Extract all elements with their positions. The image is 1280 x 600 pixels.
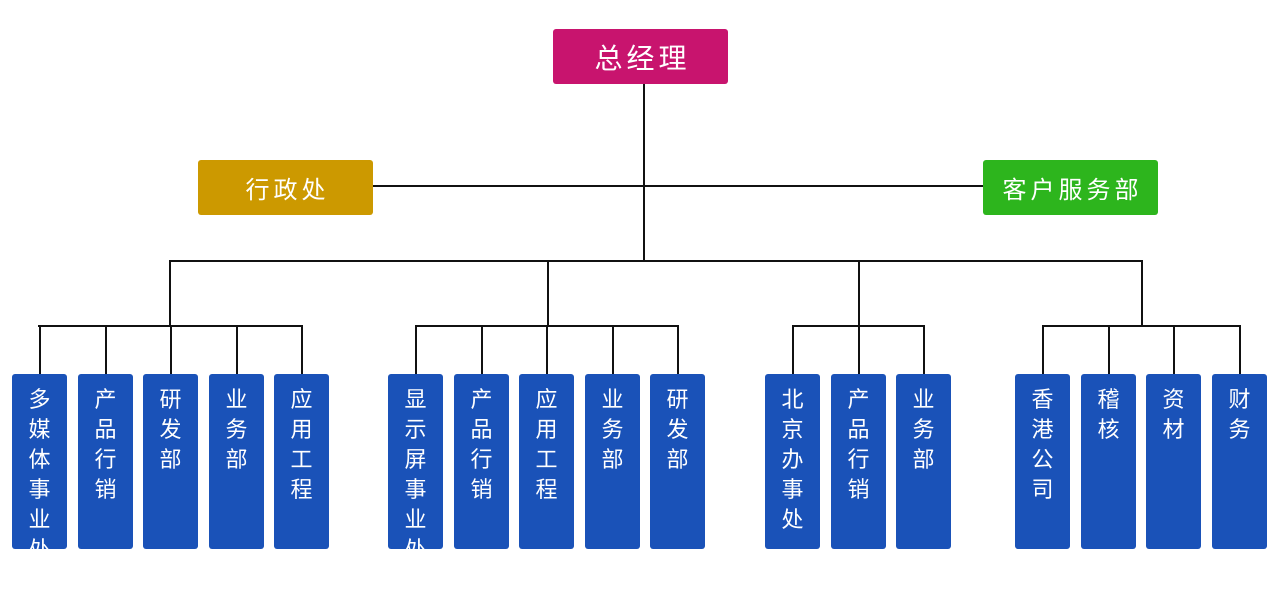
connector-dept-stub — [1108, 325, 1110, 374]
general-manager-label: 总经理 — [594, 41, 691, 75]
department-label: 香港公司 — [1031, 388, 1054, 503]
connector-dept-stub — [301, 325, 303, 374]
connector-group1-drop — [169, 260, 171, 327]
department-label: 研发部 — [159, 388, 182, 473]
connector-dept-stub — [1173, 325, 1175, 374]
department-label: 产品行销 — [470, 388, 493, 503]
connector-dept-stub — [105, 325, 107, 374]
department-label: 产品行销 — [847, 388, 870, 503]
customer-service-label: 客户服务部 — [1002, 176, 1143, 204]
department-node: 业务部 — [209, 374, 264, 549]
department-label: 北京办事处 — [781, 388, 804, 533]
department-node: 产品行销 — [831, 374, 886, 549]
department-node: 财务 — [1212, 374, 1267, 549]
connector-group4-bar — [1042, 325, 1240, 327]
connector-dept-stub — [923, 325, 925, 374]
department-label: 显示屏事业处 — [404, 388, 427, 563]
department-node: 研发部 — [143, 374, 198, 549]
admin-office-label: 行政处 — [245, 176, 330, 204]
department-node: 产品行销 — [78, 374, 133, 549]
connector-group4-drop — [1141, 260, 1143, 327]
connector-dept-stub — [546, 325, 548, 374]
connector-dept-stub — [481, 325, 483, 374]
department-node: 研发部 — [650, 374, 705, 549]
connector-dept-stub — [39, 325, 41, 374]
connector-group2-drop — [547, 260, 549, 327]
connector-group1-bar — [38, 325, 301, 327]
department-label: 产品行销 — [94, 388, 117, 503]
department-label: 业务部 — [601, 388, 624, 473]
connector-dept-stub — [236, 325, 238, 374]
connector-dept-stub — [170, 325, 172, 374]
connector-dept-stub — [792, 325, 794, 374]
connector-dept-stub — [858, 325, 860, 374]
department-node: 多媒体事业处 — [12, 374, 67, 563]
department-node: 业务部 — [585, 374, 640, 549]
department-node: 香港公司 — [1015, 374, 1070, 549]
department-label: 研发部 — [666, 388, 689, 473]
department-label: 业务部 — [225, 388, 248, 473]
department-node: 业务部 — [896, 374, 951, 549]
connector-dept-stub — [1239, 325, 1241, 374]
connector-division-bar — [170, 260, 1143, 262]
department-node: 资材 — [1146, 374, 1201, 549]
connector-dept-stub — [677, 325, 679, 374]
customer-service-node: 客户服务部 — [983, 160, 1158, 215]
department-node: 北京办事处 — [765, 374, 820, 549]
connector-group3-drop — [858, 260, 860, 327]
department-label: 稽核 — [1097, 388, 1120, 443]
connector-dept-stub — [415, 325, 417, 374]
department-node: 产品行销 — [454, 374, 509, 549]
department-label: 财务 — [1228, 388, 1251, 443]
department-label: 应用工程 — [535, 388, 558, 503]
connector-dept-stub — [612, 325, 614, 374]
connector-staff-branch — [372, 185, 984, 187]
department-node: 应用工程 — [274, 374, 329, 549]
department-label: 应用工程 — [290, 388, 313, 503]
connector-top-trunk — [643, 83, 645, 262]
general-manager-node: 总经理 — [553, 29, 728, 84]
connector-dept-stub — [1042, 325, 1044, 374]
department-node: 应用工程 — [519, 374, 574, 549]
department-label: 多媒体事业处 — [28, 388, 51, 563]
department-node: 显示屏事业处 — [388, 374, 443, 563]
admin-office-node: 行政处 — [198, 160, 373, 215]
department-label: 资材 — [1162, 388, 1185, 443]
department-label: 业务部 — [912, 388, 935, 473]
department-node: 稽核 — [1081, 374, 1136, 549]
